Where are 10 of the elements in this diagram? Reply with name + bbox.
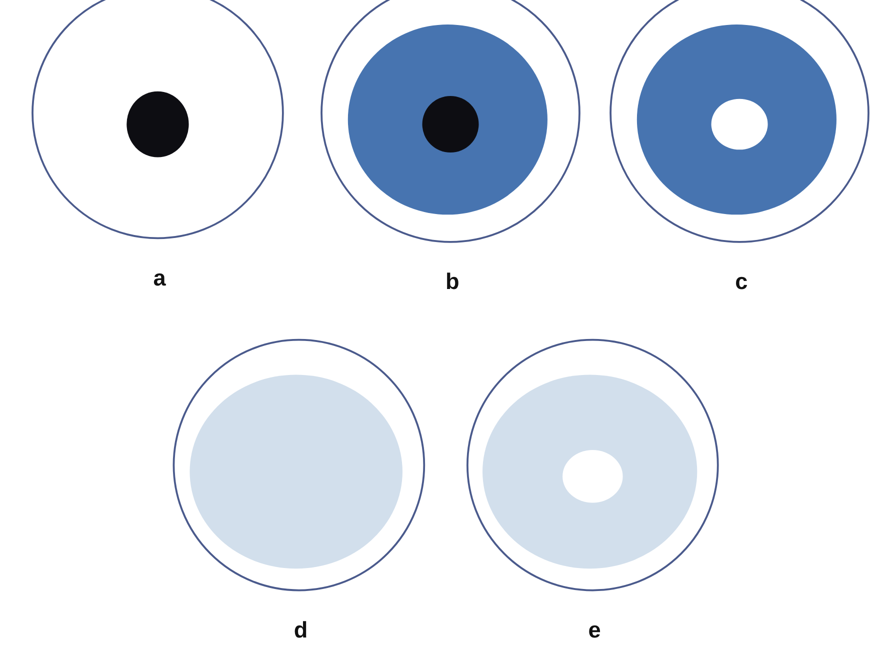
- culture-plate-drawing: [610, 0, 870, 243]
- panel-label: c: [735, 269, 748, 294]
- panel-label: b: [445, 269, 460, 294]
- panel-label: d: [294, 617, 308, 642]
- culture-plate-drawing: [172, 338, 426, 592]
- culture-plate-drawing: [466, 338, 719, 592]
- culture-plate-drawing: [32, 0, 284, 240]
- culture-plate-drawing: [320, 0, 580, 243]
- panel-label: a: [153, 265, 166, 290]
- panel-label: e: [588, 617, 601, 642]
